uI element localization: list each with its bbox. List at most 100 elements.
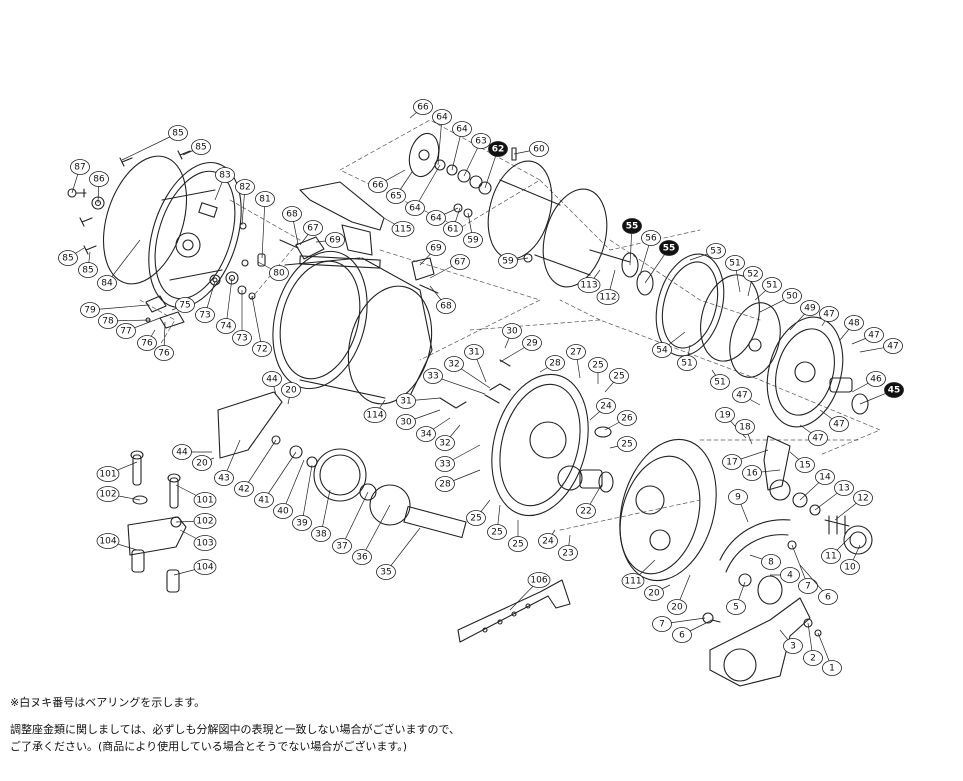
bearing-callout: 55: [622, 218, 642, 266]
part-callout: 34: [416, 417, 451, 442]
callout-bubble: [58, 250, 78, 266]
part-callout: 40: [273, 459, 305, 519]
callout-bubble: [435, 456, 455, 472]
part-callout: 63: [463, 133, 491, 177]
part-callout: 7: [652, 616, 706, 632]
callout-bubble: [234, 481, 254, 497]
callout-bubble: [386, 188, 406, 204]
adjust-washer-note-line2: ご了承ください。(商品により使用している場合とそうでない場合がございます。): [10, 740, 408, 754]
leader-line: [385, 527, 421, 573]
callout-bubble: [376, 564, 396, 580]
callout-bubble: [659, 240, 679, 256]
callout-label: 28: [439, 480, 451, 490]
callout-bubble: [405, 200, 425, 216]
part-callout: 1: [817, 632, 842, 676]
part-callout: 76: [137, 329, 157, 351]
callout-bubble: [352, 549, 372, 565]
callout-label: 32: [439, 439, 450, 449]
callout-label: 66: [417, 103, 429, 113]
part-callout: 59: [498, 253, 529, 269]
callout-label: 64: [436, 113, 448, 123]
part-callout: 104: [173, 559, 217, 576]
callout-label: 81: [259, 195, 270, 205]
callout-label: 47: [868, 331, 879, 341]
callout-bubble: [137, 335, 157, 351]
callout-bubble: [332, 538, 352, 554]
part-callout: 33: [435, 444, 481, 472]
part-callout: 13: [814, 480, 854, 511]
part-callout: 84: [97, 239, 141, 291]
part-callout: 9: [728, 489, 749, 523]
callout-bubble: [818, 589, 838, 605]
drag-lever-assembly: [702, 435, 873, 687]
callout-bubble: [325, 232, 345, 248]
callout-label: 44: [266, 375, 278, 385]
part-callout: 103: [179, 529, 217, 551]
part-callout: 85: [121, 125, 188, 161]
callout-bubble: [780, 567, 800, 583]
callout-bubble: [545, 355, 565, 371]
callout-bubble: [426, 240, 446, 256]
callout-label: 15: [799, 461, 810, 471]
part-callout: 32: [444, 356, 491, 389]
callout-label: 101: [99, 470, 116, 480]
callout-label: 84: [101, 279, 113, 289]
part-callout: 14: [799, 469, 835, 501]
part-callout: 31: [396, 393, 441, 409]
callout-label: 103: [196, 539, 213, 549]
callout-bubble: [281, 382, 301, 398]
callout-label: 47: [823, 310, 834, 320]
callout-bubble: [252, 341, 272, 357]
callout-bubble: [195, 307, 215, 323]
callout-label: 40: [277, 507, 289, 517]
callout-bubble: [715, 407, 735, 423]
callout-bubble: [435, 435, 455, 451]
callout-bubble: [652, 342, 672, 358]
callout-bubble: [463, 232, 483, 248]
callout-bubble: [78, 262, 98, 278]
callout-label: 72: [256, 345, 267, 355]
part-callout: 8: [749, 554, 781, 570]
callout-label: 44: [176, 448, 188, 458]
callout-label: 61: [447, 225, 458, 235]
callout-label: 80: [273, 269, 285, 279]
callout-label: 10: [844, 563, 856, 573]
callout-label: 112: [599, 293, 616, 303]
part-callout: 15: [789, 451, 815, 473]
callout-label: 85: [195, 143, 206, 153]
part-callout: 81: [255, 191, 275, 259]
part-callout: 38: [311, 489, 331, 542]
callout-bubble: [617, 410, 637, 426]
callout-bubble: [292, 515, 312, 531]
callout-label: 30: [400, 418, 412, 428]
callout-bubble: [116, 323, 136, 339]
part-callout: 20: [281, 382, 301, 405]
callout-bubble: [154, 345, 174, 361]
callout-bubble: [588, 357, 608, 373]
callout-bubble: [168, 125, 188, 141]
part-callout: 64: [405, 164, 441, 216]
leader-line: [251, 295, 263, 350]
callout-label: 48: [848, 319, 860, 329]
callout-label: 73: [236, 334, 247, 344]
callout-bubble: [706, 243, 726, 259]
callout-label: 111: [624, 577, 641, 587]
callout-label: 37: [336, 542, 347, 552]
bearing-note: ※白ヌキ番号はベアリングを示します。: [10, 696, 206, 709]
part-callout: 6: [799, 564, 838, 605]
callout-bubble: [577, 277, 601, 293]
part-callout: 42: [234, 439, 277, 497]
callout-label: 25: [512, 540, 523, 550]
callout-label: 56: [645, 234, 657, 244]
callout-label: 82: [239, 183, 250, 193]
callout-label: 76: [158, 349, 170, 359]
part-callout: 43: [214, 439, 241, 486]
callout-label: 31: [468, 348, 479, 358]
callout-layer: 8585878685858483828180797877767675737473…: [58, 99, 904, 676]
callout-label: 85: [62, 254, 73, 264]
callout-bubble: [522, 335, 542, 351]
callout-label: 20: [285, 386, 297, 396]
part-callout: 51: [677, 344, 697, 371]
callout-bubble: [864, 327, 884, 343]
